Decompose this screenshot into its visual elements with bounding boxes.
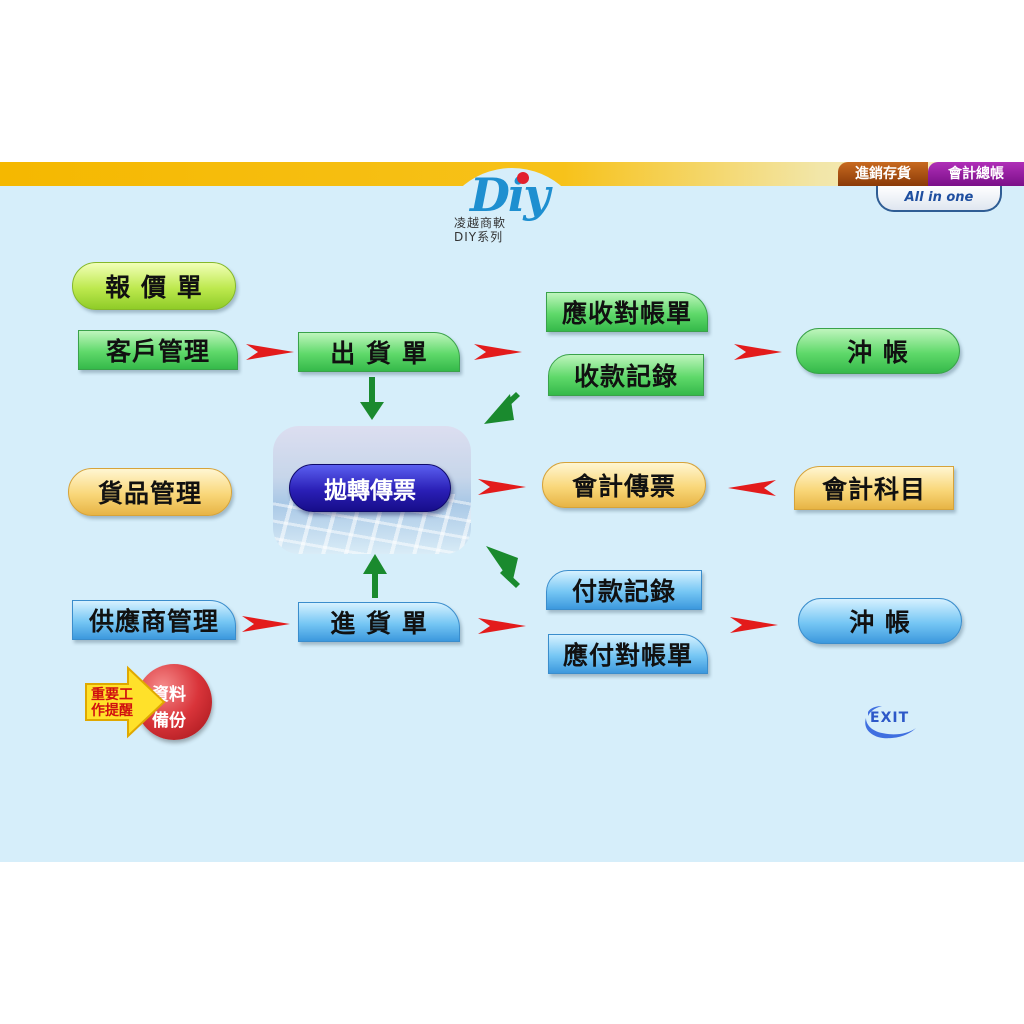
offset-receivable-button[interactable]: 沖 帳: [796, 328, 960, 374]
reminder-arrow-icon[interactable]: [84, 664, 166, 740]
offset-payable-button[interactable]: 沖 帳: [798, 598, 962, 644]
arrow-purchase-to-post: [363, 554, 387, 598]
purchase-order-button[interactable]: 進 貨 單: [298, 602, 460, 642]
tab-accounting[interactable]: 會計總帳: [928, 162, 1024, 186]
arrow-payment-to-post: [486, 546, 520, 588]
arrow-shipping-to-post: [360, 377, 384, 420]
reminder-label-line1: 重要工: [91, 687, 133, 703]
shipping-order-button[interactable]: 出 貨 單: [298, 332, 460, 372]
reminder-label-line2: 作提醒: [91, 703, 133, 719]
post-voucher-button[interactable]: 拋轉傳票: [289, 464, 451, 512]
receipt-record-button[interactable]: 收款記錄: [548, 354, 704, 396]
flow-arrows: [242, 344, 782, 634]
logo-dot-icon: [517, 172, 529, 184]
supplier-management-button[interactable]: 供應商管理: [72, 600, 236, 640]
payment-record-button[interactable]: 付款記錄: [546, 570, 702, 610]
arrow-supplier-to-purchase: [242, 616, 290, 632]
arrow-receipt-to-post: [484, 392, 520, 424]
diy-logo: Diy: [470, 168, 550, 222]
all-in-one-badge: All in one: [876, 186, 1002, 212]
quote-button[interactable]: 報 價 單: [72, 262, 236, 310]
arrow-receivable-to-offset: [734, 344, 782, 360]
arrow-shipping-to-receivable: [474, 344, 522, 360]
customer-management-button[interactable]: 客戶管理: [78, 330, 238, 370]
arrow-purchase-to-payable: [478, 618, 526, 634]
accounting-voucher-button[interactable]: 會計傳票: [542, 462, 706, 508]
arrow-customer-to-shipping: [246, 344, 294, 360]
arrow-payable-to-offset: [730, 617, 778, 633]
product-management-button[interactable]: 貨品管理: [68, 468, 232, 516]
logo-series-text: DIY系列: [454, 230, 504, 244]
logo-company-text: 凌越商軟: [454, 216, 507, 230]
backup-label-line2: 備份: [152, 711, 186, 731]
main-panel: Diy 凌越商軟 DIY系列 進銷存貨 會計總帳 All in one: [0, 162, 1024, 862]
tab-inventory[interactable]: 進銷存貨: [838, 162, 928, 186]
arrow-subjects-to-voucher: [728, 480, 776, 496]
exit-button[interactable]: EXIT: [870, 710, 910, 726]
payable-statement-button[interactable]: 應付對帳單: [548, 634, 708, 674]
receivable-statement-button[interactable]: 應收對帳單: [546, 292, 708, 332]
exit-swoosh-icon[interactable]: [860, 704, 924, 744]
arrow-voucher-to-post: [478, 479, 526, 495]
account-subjects-button[interactable]: 會計科目: [794, 466, 954, 510]
